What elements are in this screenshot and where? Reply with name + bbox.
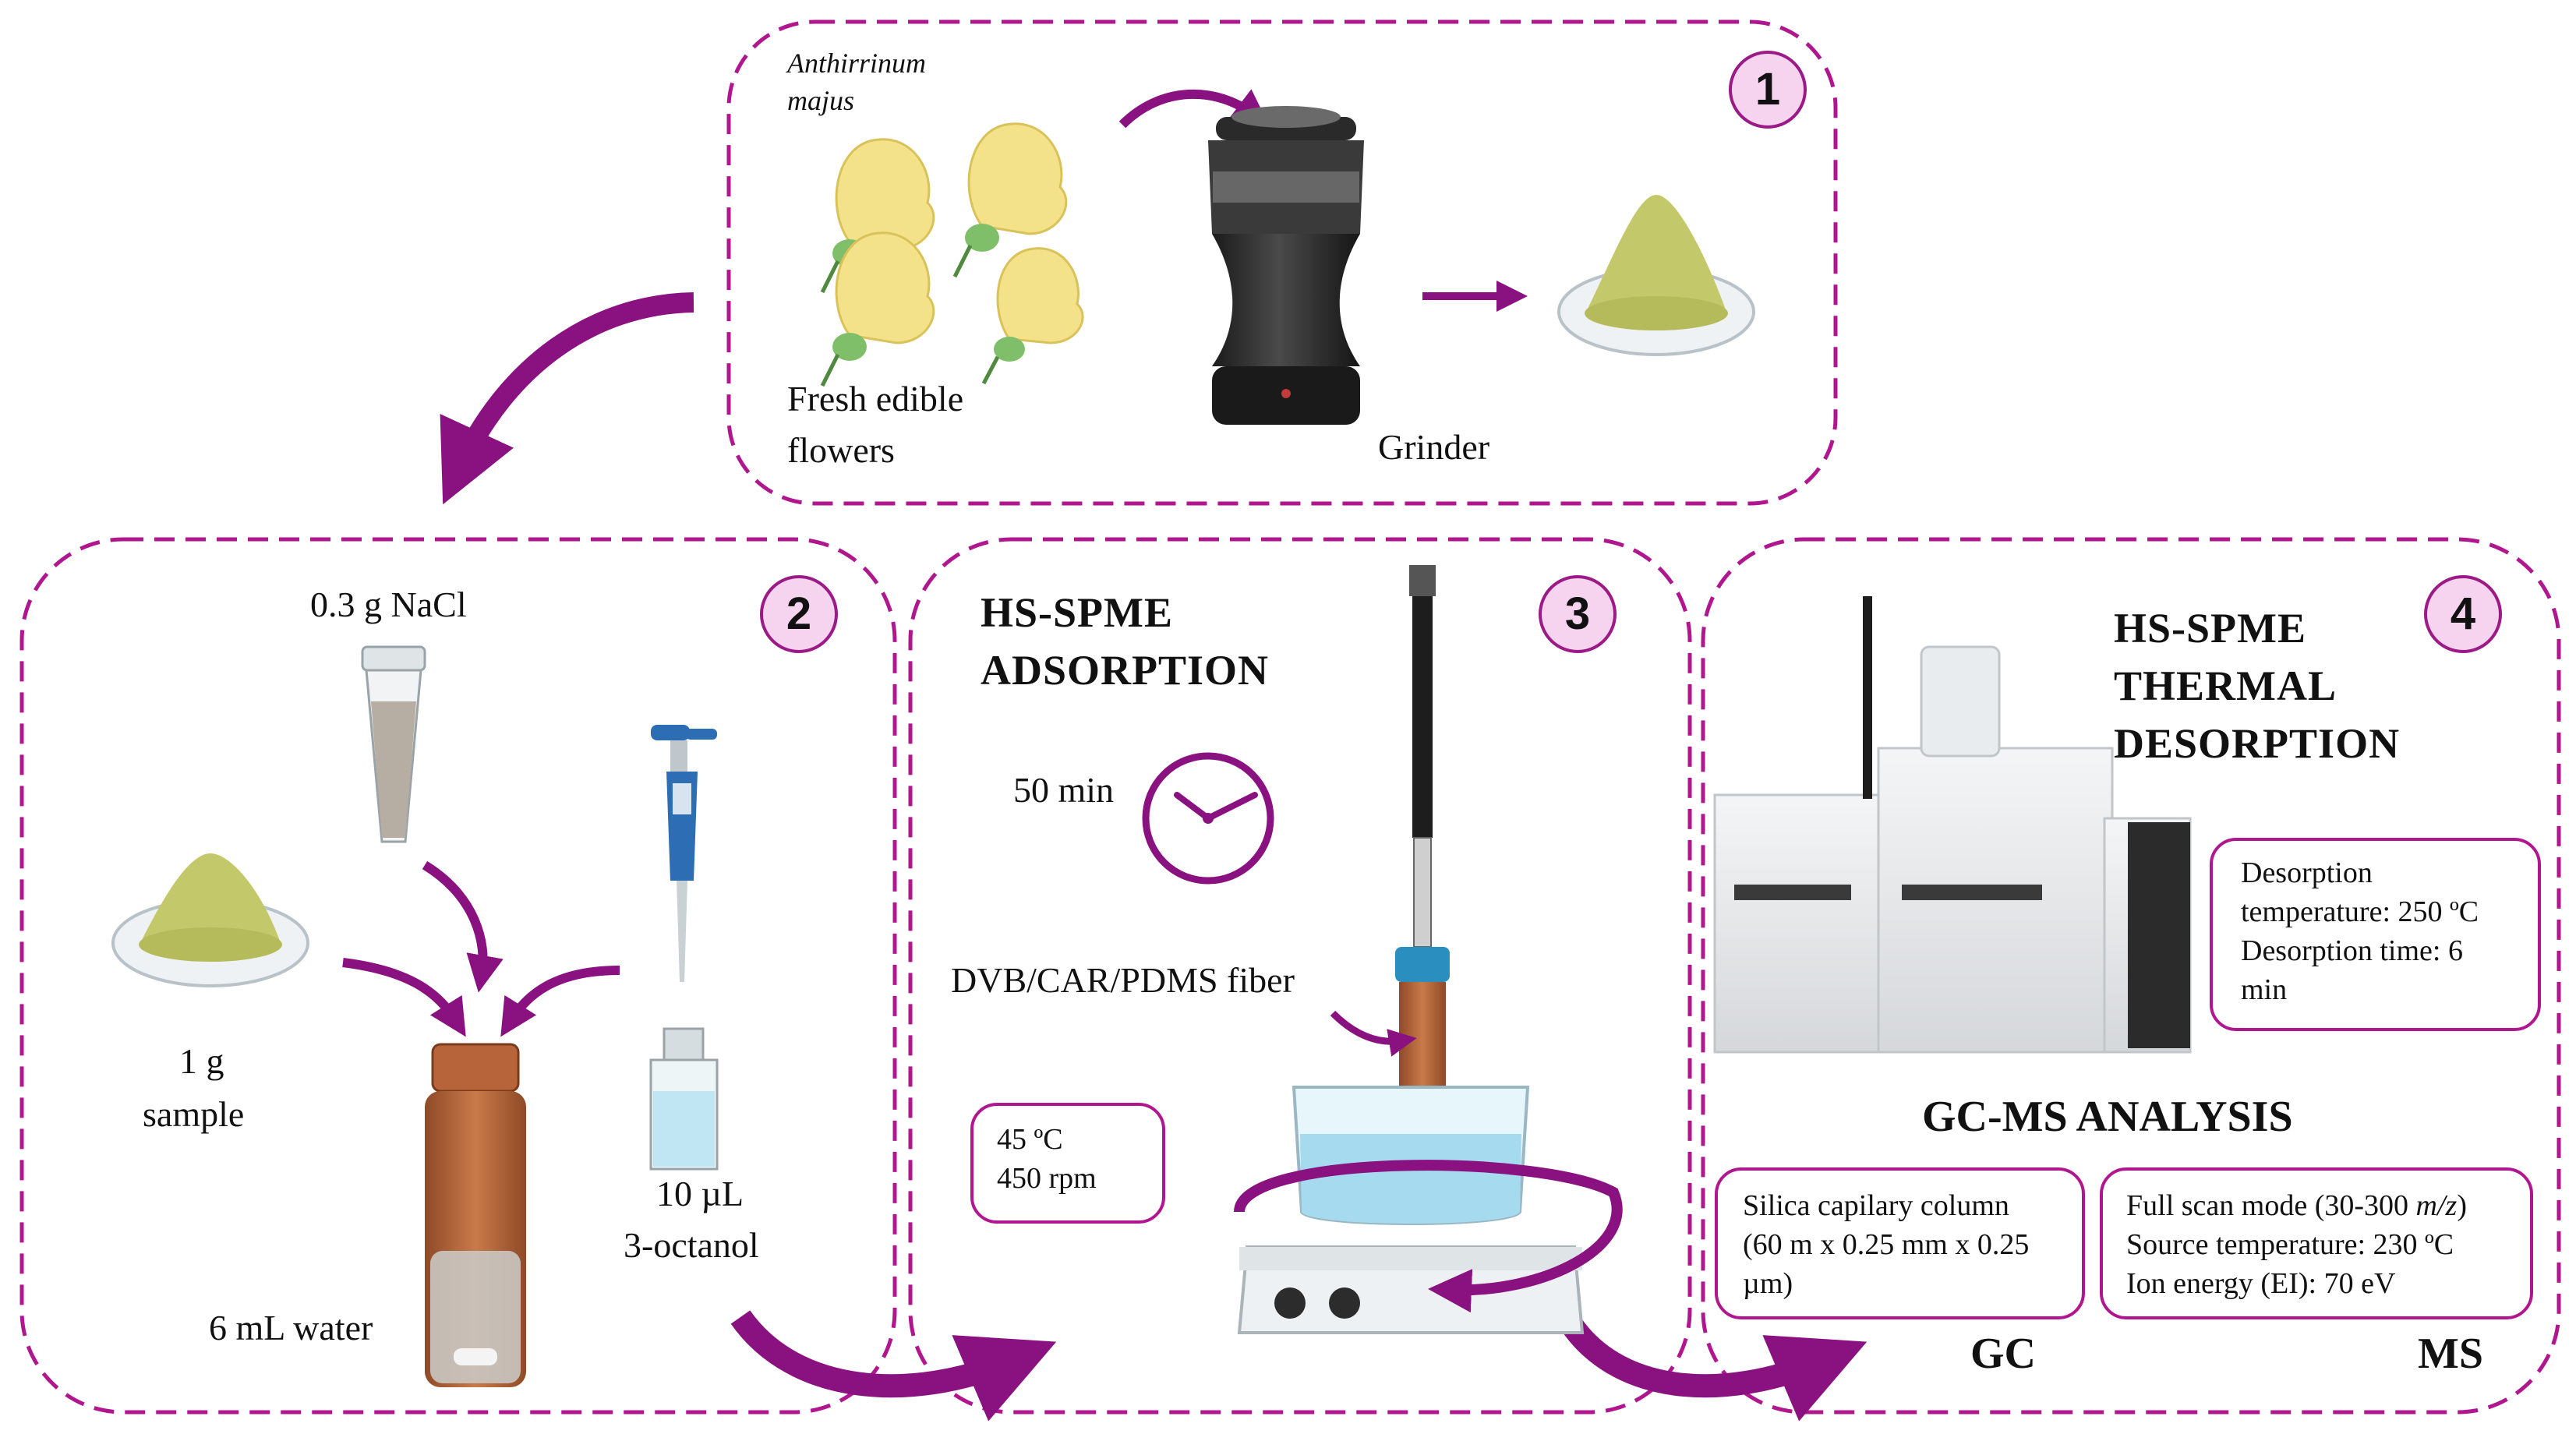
nacl-tube [361, 645, 426, 843]
arrow-octanol-to-vial [500, 966, 620, 1037]
ms-box: Full scan mode (30-300 m/z) Source tempe… [2100, 1167, 2533, 1319]
arrow-panel1-to-panel2 [440, 292, 694, 505]
ms-scan-close: ) [2457, 1189, 2467, 1222]
pipette [651, 725, 717, 982]
time-label: 50 min [1013, 770, 1115, 810]
arrow-nacl-to-vial [422, 860, 504, 993]
ms-scan-mode-text: Full scan mode (30-300 [2126, 1189, 2416, 1222]
arrow-flowers-to-grinder [1118, 89, 1270, 129]
grinder-label: Grinder [1378, 427, 1490, 467]
step4-title-line-1: HS-SPME [2114, 605, 2307, 652]
conditions-temperature: 45 ºC [997, 1123, 1063, 1156]
panel-1-frame [726, 19, 1838, 506]
spme-apparatus [1237, 565, 1585, 1334]
gc-box-line-3: µm) [1743, 1267, 1793, 1300]
petri-powder-2 [111, 853, 309, 987]
arrow-panel3-to-panel4 [1557, 1310, 1868, 1422]
step3-title-line-2: ADSORPTION [981, 647, 1270, 694]
gcms-analysis-title: GC-MS ANALYSIS [1922, 1093, 2293, 1141]
gc-box-line-2: (60 m x 0.25 mm x 0.25 [1743, 1228, 2030, 1261]
water-label: 6 mL water [209, 1308, 373, 1347]
flowers-label-line-1: Fresh edible [787, 379, 964, 419]
step-badge-4: 4 [2424, 575, 2502, 653]
gc-label: GC [1970, 1330, 2036, 1378]
species-name-line-1: Anthirrinum [787, 48, 927, 79]
fiber-label: DVB/CAR/PDMS fiber [951, 960, 1295, 1000]
flowers-illustration [820, 122, 1084, 387]
step-badge-2: 2 [760, 575, 838, 653]
arrow-fiber-pointer [1330, 1010, 1417, 1057]
ms-label: MS [2418, 1330, 2483, 1378]
desorption-box: Desorption temperature: 250 ºC Desorptio… [2210, 838, 2541, 1031]
ms-box-line-3: Ion energy (EI): 70 eV [2126, 1267, 2396, 1300]
step4-title-line-2: THERMAL [2114, 662, 2337, 709]
panel-3-frame [908, 537, 1692, 1415]
ms-box-line-1: Full scan mode (30-300 m/z) [2126, 1186, 2530, 1225]
arrow-panel2-to-panel3 [730, 1310, 1057, 1422]
grinder-illustration [1208, 106, 1364, 425]
step3-title-line-1: HS-SPME [981, 589, 1174, 636]
desorption-line-4: min [2241, 973, 2288, 1006]
octanol-label-line-1: 10 µL [656, 1174, 744, 1213]
panel-2-frame [19, 537, 897, 1415]
desorption-line-2: temperature: 250 ºC [2241, 895, 2479, 928]
conditions-rpm: 450 rpm [997, 1162, 1097, 1195]
ms-box-line-2: Source temperature: 230 ºC [2126, 1228, 2454, 1261]
octanol-vial [649, 1027, 719, 1171]
gc-box: Silica capilary column (60 m x 0.25 mm x… [1715, 1167, 2085, 1319]
panel-4-frame [1701, 537, 2561, 1415]
step-badge-1: 1 [1729, 51, 1807, 129]
ms-unit: m/z [2415, 1189, 2458, 1222]
sample-label-line-1: 1 g [179, 1041, 224, 1081]
arrow-rotation [1234, 1160, 1623, 1313]
conditions-box: 45 ºC 450 rpm [970, 1103, 1165, 1224]
species-name-line-2: majus [787, 85, 855, 116]
step4-title-line-3: DESORPTION [2114, 720, 2401, 767]
gcms-instrument [1713, 596, 2192, 1054]
desorption-line-3: Desorption time: 6 [2241, 934, 2463, 967]
gc-box-line-1: Silica capilary column [1743, 1189, 2009, 1222]
nacl-label: 0.3 g NaCl [310, 585, 467, 624]
clock-icon [1142, 752, 1274, 885]
flowers-label-line-2: flowers [787, 430, 895, 470]
arrow-sample-to-vial [342, 958, 466, 1037]
petri-powder-1 [1557, 195, 1755, 356]
sample-label-line-2: sample [143, 1094, 245, 1134]
octanol-label-line-2: 3-octanol [624, 1225, 759, 1265]
sample-vial-2 [425, 1043, 526, 1387]
step-badge-3: 3 [1539, 575, 1617, 653]
desorption-line-1: Desorption [2241, 857, 2373, 889]
